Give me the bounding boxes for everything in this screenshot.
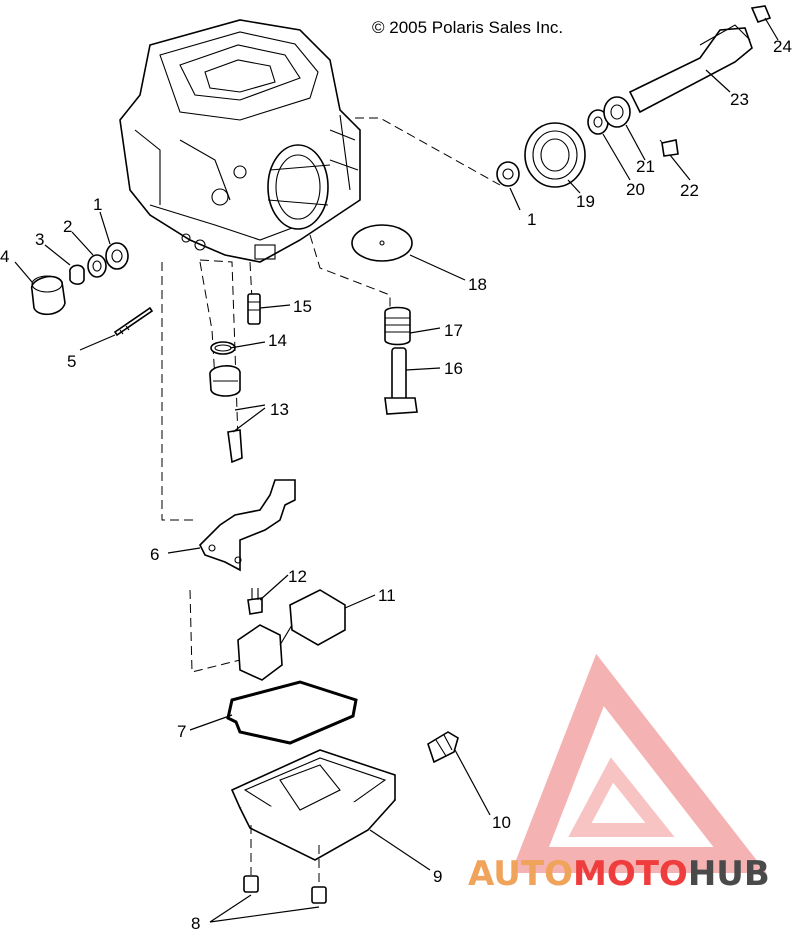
part-11-float <box>237 589 346 681</box>
callout-12: 12 <box>288 567 307 586</box>
callout-labels: 1 2 3 4 5 6 7 8 9 10 11 12 13 14 15 16 1… <box>0 37 792 933</box>
callout-11: 11 <box>378 586 396 605</box>
callout-20: 20 <box>626 180 645 199</box>
callout-15: 15 <box>293 297 312 316</box>
callout-16: 16 <box>444 359 463 378</box>
part-19-spring <box>524 122 586 188</box>
part-8-screws <box>243 825 327 904</box>
callout-14: 14 <box>268 331 287 350</box>
callout-8: 8 <box>191 914 200 933</box>
part-7-gasket <box>226 680 358 745</box>
part-2-washer <box>87 254 107 278</box>
part-6-bracket <box>199 479 296 572</box>
part-16-pilot-screw <box>384 347 418 415</box>
callout-17: 17 <box>444 321 463 340</box>
callout-10: 10 <box>492 813 511 832</box>
part-21-bushing <box>603 96 631 128</box>
part-23-throttle-shaft <box>628 24 753 114</box>
watermark-part-hub: HUB <box>688 854 770 894</box>
part-10-drain-screw <box>427 731 459 764</box>
callout-24: 24 <box>773 37 792 56</box>
watermark-part-moto: MOTO <box>573 854 688 894</box>
part-24-nut <box>750 5 772 23</box>
callout-18: 18 <box>468 275 487 294</box>
callout-21: 21 <box>636 157 655 176</box>
callout-22: 22 <box>680 181 699 200</box>
part-3-clip <box>69 264 85 285</box>
part-15-jet <box>247 293 261 325</box>
leader-lines <box>14 17 779 923</box>
part-13-needle-jet <box>209 365 243 464</box>
part-9-float-bowl <box>230 749 396 861</box>
copyright-text: © 2005 Polaris Sales Inc. <box>372 18 563 37</box>
callout-9: 9 <box>433 867 442 886</box>
callout-5: 5 <box>67 352 76 371</box>
carburetor-body <box>119 19 361 263</box>
callout-1-right: 1 <box>527 210 536 229</box>
callout-2: 2 <box>63 217 72 236</box>
part-18-diaphragm <box>351 224 413 262</box>
part-1-seal-left <box>105 242 129 270</box>
callout-4: 4 <box>0 247 9 266</box>
part-1-seal-right <box>496 161 520 187</box>
part-17-spring <box>384 306 411 346</box>
callout-6: 6 <box>150 545 159 564</box>
part-22-screw <box>661 139 679 157</box>
callout-1-left: 1 <box>93 195 102 214</box>
callout-13: 13 <box>270 400 289 419</box>
callout-3: 3 <box>35 230 44 249</box>
callout-7: 7 <box>177 722 186 741</box>
part-4-cap <box>31 275 66 316</box>
callout-23: 23 <box>730 90 749 109</box>
callout-19: 19 <box>576 192 595 211</box>
watermark-brand: AUTOMOTOHUB <box>468 854 770 894</box>
watermark-logo-icon <box>510 653 767 873</box>
part-5-needle <box>113 306 154 337</box>
watermark-part-auto: AUTO <box>468 854 573 894</box>
part-12-screw <box>247 588 263 615</box>
